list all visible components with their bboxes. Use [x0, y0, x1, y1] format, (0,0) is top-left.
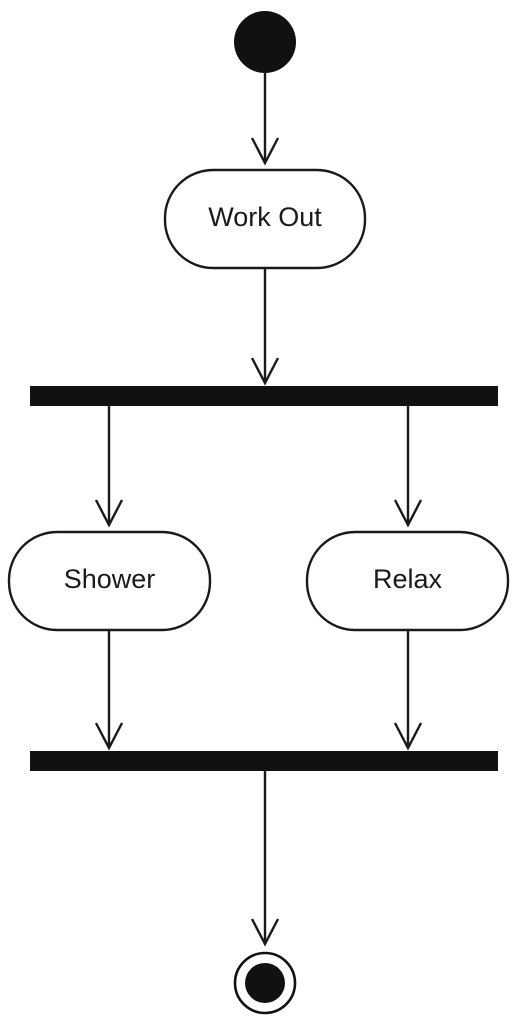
- arrow-head-icon: [250, 918, 280, 947]
- arrow-head-icon: [393, 722, 423, 751]
- activity-shower[interactable]: Shower: [7, 530, 212, 632]
- activity-label-work-out: Work Out: [208, 202, 322, 232]
- flow-join-to-end: [250, 771, 280, 947]
- flow-relax-to-join: [393, 630, 423, 751]
- activity-relax[interactable]: Relax: [305, 530, 510, 632]
- flow-fork-to-shower: [94, 406, 124, 528]
- arrow-head-icon: [250, 137, 280, 166]
- flow-work-out-to-fork: [250, 268, 280, 386]
- arrow-head-icon: [94, 499, 124, 528]
- join-bar: [30, 751, 498, 771]
- flow-shower-to-join: [94, 630, 124, 751]
- arrow-head-icon: [250, 357, 280, 386]
- activity-label-relax: Relax: [373, 564, 443, 594]
- activity-label-shower: Shower: [64, 564, 156, 594]
- arrow-head-icon: [393, 499, 423, 528]
- flow-start-to-work-out: [250, 73, 280, 166]
- final-node-center-icon: [245, 963, 285, 1003]
- initial-node: [234, 11, 296, 73]
- activity-work-out[interactable]: Work Out: [163, 168, 367, 270]
- flow-fork-to-relax: [393, 406, 423, 528]
- fork-bar: [30, 386, 498, 406]
- final-node: [233, 951, 297, 1015]
- arrow-head-icon: [94, 722, 124, 751]
